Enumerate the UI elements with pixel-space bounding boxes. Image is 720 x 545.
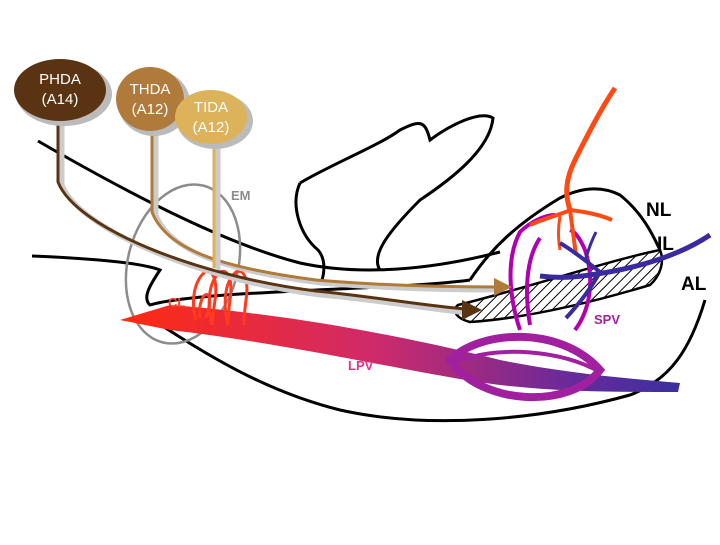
arterial-branch-1 xyxy=(529,208,571,227)
phda-name: PHDA xyxy=(39,71,81,88)
tida-sub: (A12) xyxy=(193,119,230,136)
thda-axon-shadow xyxy=(153,130,501,293)
ventricle-upper-outline xyxy=(299,114,495,271)
thda-arrowhead xyxy=(494,278,512,296)
phda-arrowhead xyxy=(462,300,482,320)
thda-sub: (A12) xyxy=(132,101,169,118)
node-tida: TIDA (A12) xyxy=(175,90,253,149)
arterial-branch-4 xyxy=(557,215,562,251)
label-al: AL xyxy=(681,274,707,295)
third-ventricle-outline xyxy=(294,182,326,281)
venous-main xyxy=(539,232,712,280)
venous-branch-1 xyxy=(558,241,602,274)
intermediate-lobe xyxy=(453,248,664,324)
phda-axon xyxy=(56,112,467,311)
label-nl: NL xyxy=(646,200,672,221)
label-spv: SPV xyxy=(594,312,620,327)
arterial-branch-3 xyxy=(569,208,613,222)
phda-sub: (A14) xyxy=(42,91,79,108)
spv-vessel-1 xyxy=(508,213,556,331)
node-phda: PHDA (A14) xyxy=(14,59,112,126)
venous-branch-3 xyxy=(583,231,598,263)
thda-name: THDA xyxy=(130,81,171,98)
label-il: IL xyxy=(657,234,674,255)
label-cl: CL xyxy=(168,295,185,310)
pituitary-outer-outline xyxy=(149,299,707,423)
hypothalamus-outline xyxy=(37,139,501,272)
label-em: EM xyxy=(231,188,251,203)
spv-vessel-2 xyxy=(525,236,542,326)
pituitary-stalk-outline xyxy=(468,187,662,281)
tida-name: TIDA xyxy=(194,99,228,116)
node-thda: THDA (A12) xyxy=(116,67,190,136)
venous-branch-2 xyxy=(564,271,602,320)
arterial-trunk xyxy=(564,86,618,211)
lpv-vessel xyxy=(120,305,680,392)
portal-loop-inner xyxy=(454,349,601,374)
thda-axon xyxy=(150,127,497,289)
label-lpv: LPV xyxy=(348,358,374,373)
